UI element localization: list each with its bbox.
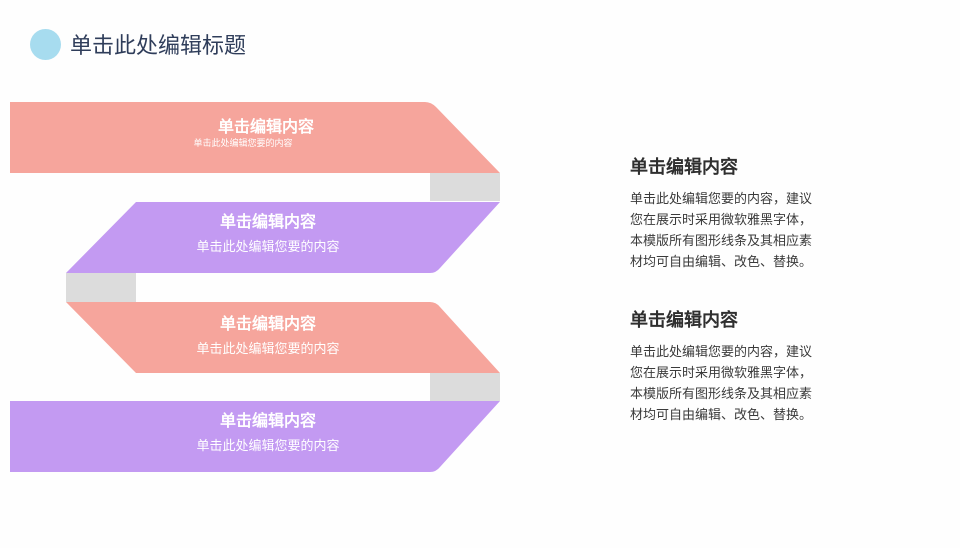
band-1-subtitle[interactable]: 单击此处编辑您要的内容 <box>193 139 293 149</box>
band-3-heading[interactable]: 单击编辑内容 <box>219 314 316 333</box>
slide-title[interactable]: 单击此处编辑标题 <box>70 34 247 59</box>
ribbon-band-2[interactable] <box>66 202 500 273</box>
band-1-heading[interactable]: 单击编辑内容 <box>217 117 314 136</box>
fold-connector-1 <box>430 173 500 201</box>
band-1-text: 单击编辑内容 单击此处编辑您要的内容 <box>166 116 366 150</box>
band-3-text: 单击编辑内容 单击此处编辑您要的内容 <box>168 313 368 359</box>
ribbon-band-3[interactable] <box>66 302 500 373</box>
side-block-1-heading[interactable]: 单击编辑内容 <box>630 157 738 178</box>
band-2-subtitle[interactable]: 单击此处编辑您要的内容 <box>196 240 340 255</box>
side-block-1-body[interactable]: 单击此处编辑您要的内容，建议您在展示时采用微软雅黑字体，本模版所有图形线条及其相… <box>630 192 813 270</box>
side-block-2-body[interactable]: 单击此处编辑您要的内容，建议您在展示时采用微软雅黑字体，本模版所有图形线条及其相… <box>630 345 813 423</box>
band-2-heading[interactable]: 单击编辑内容 <box>219 212 316 231</box>
title-circle-icon <box>30 29 61 60</box>
fold-connector-2 <box>66 273 136 302</box>
side-text-block-2: 单击编辑内容 单击此处编辑您要的内容，建议您在展示时采用微软雅黑字体，本模版所有… <box>630 309 820 426</box>
ribbon-band-1[interactable] <box>10 102 500 173</box>
band-4-heading[interactable]: 单击编辑内容 <box>219 411 316 430</box>
band-2-text: 单击编辑内容 单击此处编辑您要的内容 <box>168 211 368 257</box>
ribbon-band-4[interactable] <box>10 401 500 472</box>
side-block-2-heading[interactable]: 单击编辑内容 <box>630 310 738 331</box>
band-4-subtitle[interactable]: 单击此处编辑您要的内容 <box>196 439 340 454</box>
band-4-text: 单击编辑内容 单击此处编辑您要的内容 <box>168 410 368 456</box>
side-text-block-1: 单击编辑内容 单击此处编辑您要的内容，建议您在展示时采用微软雅黑字体，本模版所有… <box>630 156 820 273</box>
band-3-subtitle[interactable]: 单击此处编辑您要的内容 <box>196 342 340 357</box>
fold-connector-3 <box>430 373 500 401</box>
